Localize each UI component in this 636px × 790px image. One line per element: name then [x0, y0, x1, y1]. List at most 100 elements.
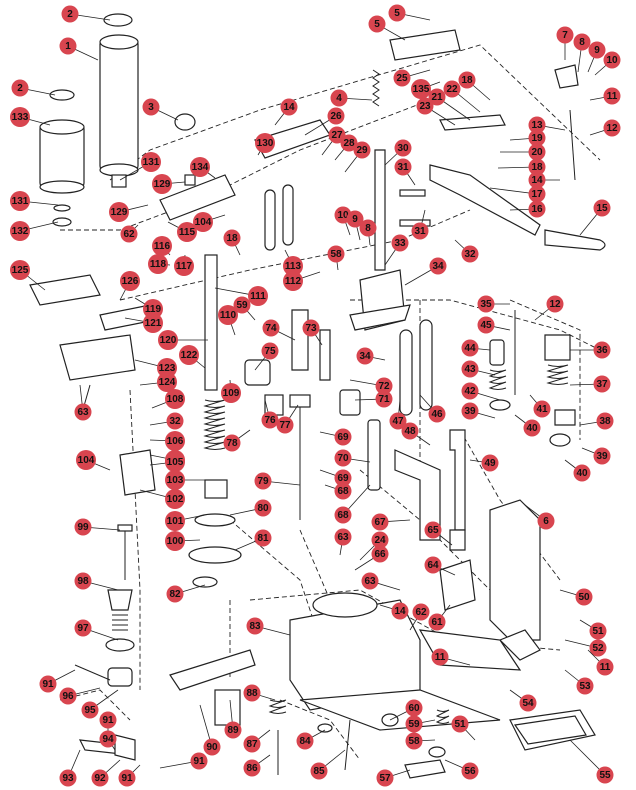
callout-badge [588, 41, 606, 59]
callout-number: 106 [167, 436, 184, 447]
callout-11: 11 [587, 649, 614, 676]
callout-badge [223, 434, 241, 452]
callout-68: 68 [324, 482, 352, 500]
callout-71: 71 [354, 390, 393, 408]
callout-83: 83 [246, 617, 291, 636]
callout-59: 59 [233, 296, 256, 321]
callout-badge [405, 715, 423, 733]
callout-58: 58 [405, 732, 436, 750]
callout-number: 61 [431, 617, 443, 628]
callout-number: 39 [596, 451, 608, 462]
callout-number: 10 [337, 210, 349, 221]
callout-badge [224, 721, 242, 739]
callout-number: 118 [150, 259, 167, 270]
callout-number: 67 [374, 517, 386, 528]
callout-badge [528, 116, 546, 134]
callout-number: 131 [143, 157, 160, 168]
callout-badge [327, 245, 345, 263]
callout-25: 25 [393, 69, 431, 87]
callout-number: 49 [484, 458, 496, 469]
callout-39: 39 [461, 402, 496, 420]
callout-16: 16 [509, 200, 546, 218]
callout-number: 46 [431, 409, 443, 420]
callout-68: 68 [334, 484, 371, 524]
callout-100: 100 [165, 531, 201, 551]
callout-badge [166, 585, 184, 603]
callout-number: 22 [446, 84, 458, 95]
callout-number: 131 [12, 196, 29, 207]
callout-badge [254, 529, 272, 547]
callout-number: 102 [167, 494, 184, 505]
callout-number: 63 [364, 576, 376, 587]
callout-number: 15 [596, 203, 608, 214]
callout-132: 132 [10, 221, 59, 241]
callout-28: 28 [334, 134, 358, 161]
callout-badge [428, 405, 446, 423]
callout-badge [416, 97, 434, 115]
callout-badge [401, 422, 419, 440]
callout-number: 3 [148, 102, 154, 113]
callout-31: 31 [394, 158, 416, 186]
callout-number: 64 [427, 560, 439, 571]
callout-number: 98 [77, 576, 89, 587]
callout-61: 61 [428, 604, 451, 631]
callout-badge [528, 185, 546, 203]
callout-badge [165, 489, 185, 509]
callout-number: 91 [193, 756, 205, 767]
callout-17: 17 [489, 185, 546, 203]
callout-number: 18 [461, 75, 473, 86]
callout-101: 101 [165, 511, 206, 531]
callout-115: 115 [167, 221, 197, 242]
callout-60: 60 [389, 699, 423, 721]
callout-number: 77 [279, 420, 291, 431]
callout-12: 12 [534, 295, 564, 321]
callout-number: 68 [337, 510, 349, 521]
primer-bottle [39, 89, 85, 227]
callout-63: 63 [361, 572, 401, 591]
callout-40: 40 [564, 459, 591, 482]
callout-number: 51 [592, 626, 604, 637]
callout-badge [120, 271, 140, 291]
callout-badge [11, 79, 29, 97]
left-die-parts [74, 524, 136, 761]
callout-number: 113 [285, 261, 302, 272]
callout-number: 73 [305, 323, 317, 334]
callout-91: 91 [159, 752, 208, 770]
callout-number: 126 [122, 276, 139, 287]
callout-badge [334, 482, 352, 500]
callout-78: 78 [223, 429, 251, 452]
callout-badge [99, 711, 117, 729]
callout-11: 11 [589, 87, 621, 105]
callout-102: 102 [139, 489, 185, 509]
callout-6: 6 [524, 504, 555, 530]
callout-badge [546, 295, 564, 313]
callout-badge [461, 762, 479, 780]
callout-badge [528, 129, 546, 147]
callout-63: 63 [74, 384, 92, 421]
callout-number: 19 [531, 133, 543, 144]
callout-badge [302, 319, 320, 337]
callout-number: 9 [352, 214, 358, 225]
callout-number: 86 [246, 763, 258, 774]
callout-85: 85 [310, 749, 346, 780]
callout-badge [346, 210, 364, 228]
callout-badge [39, 675, 57, 693]
callout-number: 23 [419, 101, 431, 112]
callout-badge [428, 613, 446, 631]
callout-14: 14 [379, 602, 409, 620]
callout-number: 51 [454, 719, 466, 730]
callout-number: 133 [12, 112, 29, 123]
callout-number: 129 [111, 207, 128, 218]
callout-number: 130 [257, 138, 274, 149]
callout-91: 91 [39, 669, 76, 693]
callout-62: 62 [120, 224, 139, 243]
callout-badge [573, 33, 591, 51]
callout-number: 80 [257, 503, 269, 514]
callout-103: 103 [165, 470, 205, 490]
callout-number: 74 [265, 323, 277, 334]
callout-badge [296, 732, 314, 750]
callout-21: 21 [428, 88, 471, 121]
callout-badge [431, 648, 449, 666]
callout-badge [243, 735, 261, 753]
callout-number: 12 [549, 299, 561, 310]
